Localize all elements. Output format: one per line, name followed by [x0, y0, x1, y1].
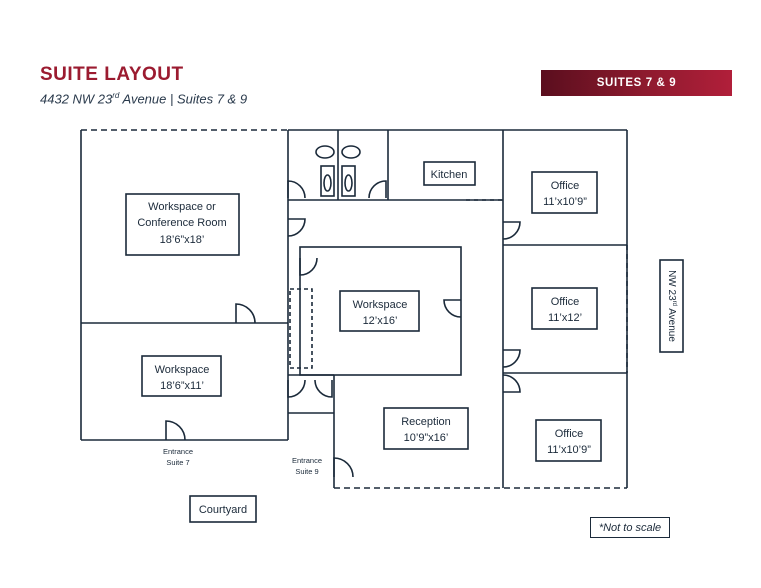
- office-top-name: Office: [551, 180, 580, 192]
- subtitle-ordinal: rd: [112, 91, 120, 100]
- street-name: NW 23: [666, 270, 677, 301]
- conf-room-line2: Conference Room: [137, 217, 226, 229]
- sink-left-icon: [315, 145, 335, 159]
- toilet-right-bowl: [344, 174, 353, 192]
- page-subtitle: 4432 NW 23rd Avenue | Suites 7 & 9: [40, 91, 247, 106]
- label-box-conference: [125, 193, 240, 256]
- center-workspace-walls: [299, 246, 462, 376]
- toilet-left-bowl: [323, 174, 332, 192]
- page-title: SUITE LAYOUT: [40, 64, 184, 85]
- label-box-kitchen: [423, 161, 476, 186]
- workspace-center-name: Workspace: [353, 299, 408, 311]
- street-ordinal: rd: [671, 301, 677, 306]
- door-office-bottom: [502, 374, 521, 393]
- office-mid-dims: 11’x12’: [548, 312, 582, 324]
- label-box-street: [659, 259, 684, 353]
- label-box-reception: [383, 407, 469, 450]
- label-box-workspace-lower: [141, 355, 222, 397]
- label-box-office-bottom: [535, 419, 602, 462]
- label-box-courtyard: [189, 495, 257, 523]
- door-conf: [235, 303, 256, 324]
- entrance7-line2: Suite 7: [166, 458, 189, 467]
- door-vestibule-right: [314, 379, 333, 398]
- office-top-dims: 11’x10’9”: [543, 196, 587, 208]
- door-conf-east: [287, 218, 306, 237]
- door-entrance-9: [333, 457, 354, 478]
- workspace-lower-name: Workspace: [155, 364, 210, 376]
- workspace-center-dims: 12’x16’: [363, 315, 398, 327]
- workspace-lower-dims: 18’6”x11’: [160, 380, 204, 392]
- conf-room-line1: Workspace or: [148, 201, 216, 213]
- door-center-west: [299, 257, 318, 276]
- reception-dims: 10’9”x16’: [404, 432, 449, 444]
- office-bottom-dims: 11’x10’9”: [547, 444, 591, 456]
- door-restroom-left: [287, 180, 306, 199]
- courtyard-label: Courtyard: [199, 504, 247, 516]
- toilet-right-icon: [341, 165, 356, 197]
- street-label: NW 23rd Avenue: [666, 270, 677, 342]
- door-restroom-right: [368, 180, 387, 199]
- reception-name: Reception: [401, 416, 451, 428]
- door-office-mid: [502, 349, 521, 368]
- label-box-workspace-center: [339, 290, 420, 332]
- not-to-scale-note: *Not to scale: [590, 517, 670, 538]
- office-mid-name: Office: [551, 296, 580, 308]
- sink-right-icon: [341, 145, 361, 159]
- door-center-east: [443, 299, 462, 318]
- subtitle-suites: Avenue | Suites 7 & 9: [119, 91, 248, 107]
- entrance7-line1: Entrance: [163, 447, 193, 456]
- entrance9-line2: Suite 9: [295, 467, 318, 476]
- door-vestibule-left: [287, 379, 306, 398]
- suites-badge: SUITES 7 & 9: [541, 70, 732, 96]
- door-office-top: [502, 221, 521, 240]
- toilet-left-icon: [320, 165, 335, 197]
- office-bottom-name: Office: [555, 428, 584, 440]
- label-box-office-top: [531, 171, 598, 214]
- subtitle-address: 4432 NW 23: [40, 91, 113, 107]
- conf-room-dims: 18’6”x18’: [160, 234, 205, 246]
- kitchen-name: Kitchen: [431, 169, 468, 181]
- street-suffix: Avenue: [666, 306, 677, 342]
- entrance9-line1: Entrance: [292, 456, 322, 465]
- door-entrance-7: [165, 420, 186, 441]
- label-box-office-mid: [531, 287, 598, 330]
- closet-dashed: [289, 288, 313, 369]
